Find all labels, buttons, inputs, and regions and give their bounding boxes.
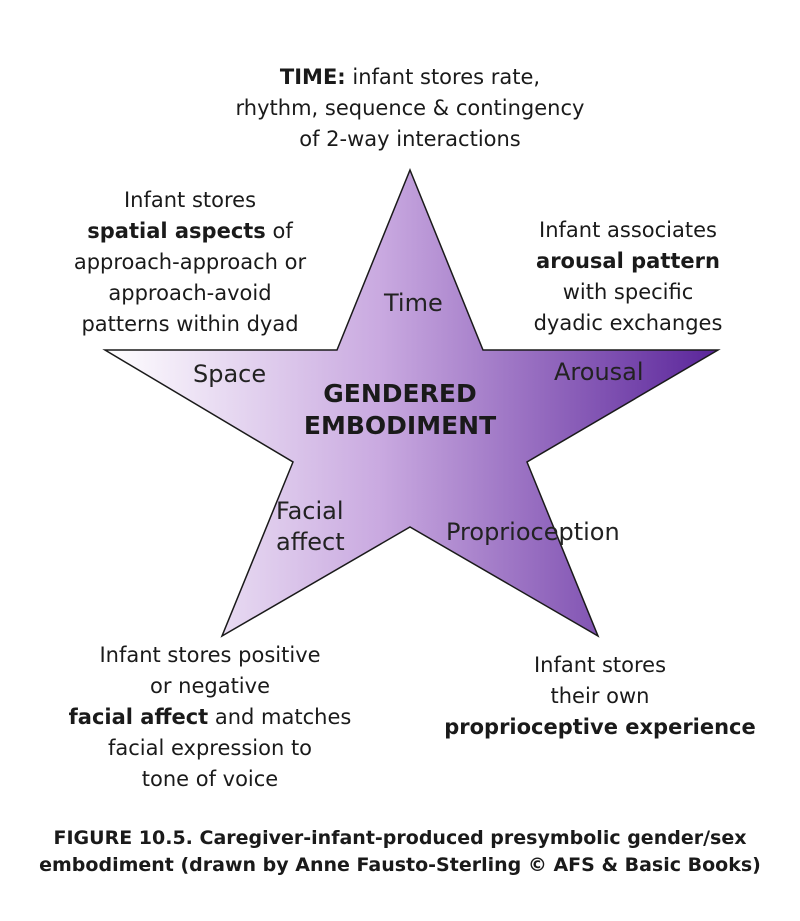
star-label-space: Space bbox=[193, 360, 267, 388]
note-space-line3: approach-approach or bbox=[73, 250, 307, 274]
note-facial-line5: tone of voice bbox=[141, 767, 279, 791]
star-label-proprioception: Proprioception bbox=[446, 518, 620, 546]
note-arousal-line4: dyadic exchanges bbox=[533, 311, 723, 335]
note-space-bold: spatial aspects bbox=[87, 219, 266, 243]
note-proprioception: Infant stores their own proprioceptive e… bbox=[430, 650, 770, 743]
caption-line1: FIGURE 10.5. Caregiver-infant-produced p… bbox=[53, 827, 747, 849]
note-arousal-bold: arousal pattern bbox=[536, 249, 720, 273]
note-space-line4: approach-avoid bbox=[108, 281, 272, 305]
note-arousal-line3: with specific bbox=[562, 280, 694, 304]
star-label-facial-line2: affect bbox=[276, 528, 345, 556]
note-facial-line3: and matches bbox=[208, 705, 352, 729]
note-arousal-line1: Infant associates bbox=[539, 218, 717, 242]
star-label-arousal: Arousal bbox=[554, 358, 644, 386]
star-label-facial-line1: Facial bbox=[276, 497, 344, 525]
note-proprioception-line1: Infant stores bbox=[533, 653, 667, 677]
note-facial-line2: or negative bbox=[149, 674, 270, 698]
note-space: Infant stores spatial aspects of approac… bbox=[40, 185, 340, 340]
note-time-line3: of 2-way interactions bbox=[299, 127, 521, 151]
figure-caption: FIGURE 10.5. Caregiver-infant-produced p… bbox=[0, 825, 800, 879]
note-facial-line4: facial expression to bbox=[107, 736, 313, 760]
note-facial-affect: Infant stores positive or negative facia… bbox=[50, 640, 370, 795]
star-label-facial-affect: Facial affect bbox=[270, 496, 345, 558]
note-time-line2: rhythm, sequence & contingency bbox=[235, 96, 585, 120]
note-time: TIME: infant stores rate, rhythm, sequen… bbox=[215, 62, 605, 155]
note-space-line5: patterns within dyad bbox=[81, 312, 299, 336]
note-proprioception-line2: their own bbox=[550, 684, 650, 708]
star-label-time: Time bbox=[384, 289, 443, 317]
note-proprioception-bold: proprioceptive experience bbox=[444, 715, 756, 739]
center-title-line2: EMBODIMENT bbox=[303, 411, 497, 440]
note-time-line1: infant stores rate, bbox=[345, 65, 541, 89]
note-space-line2: of bbox=[265, 219, 293, 243]
center-title-line1: GENDERED bbox=[323, 379, 477, 408]
note-arousal: Infant associates arousal pattern with s… bbox=[478, 215, 778, 339]
note-facial-line1: Infant stores positive bbox=[99, 643, 321, 667]
center-title: GENDERED EMBODIMENT bbox=[255, 378, 545, 442]
note-facial-bold: facial affect bbox=[68, 705, 209, 729]
gendered-star bbox=[102, 168, 721, 638]
note-space-line1: Infant stores bbox=[123, 188, 257, 212]
caption-line2: embodiment (drawn by Anne Fausto-Sterlin… bbox=[39, 854, 761, 876]
note-time-bold: TIME: bbox=[279, 65, 346, 89]
